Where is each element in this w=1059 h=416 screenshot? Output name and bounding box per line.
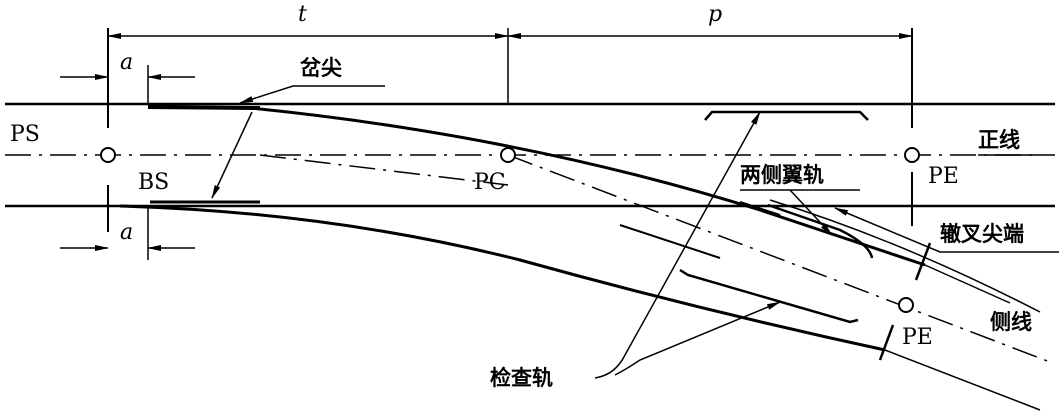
switch-centerline bbox=[259, 154, 509, 186]
side-line-label: 侧线 bbox=[990, 310, 1032, 334]
switch-point-leader bbox=[239, 85, 385, 104]
point-pe-side-label: PE bbox=[902, 325, 933, 350]
diverging-rail-inner-extension bbox=[924, 264, 1011, 304]
wing-rail bbox=[767, 203, 874, 259]
diverging-rail-inner bbox=[147, 104, 926, 267]
closure-rail-segment bbox=[619, 224, 721, 259]
check-rail-label: 检查轨 bbox=[490, 366, 553, 390]
point-bs-label: BS bbox=[138, 170, 170, 195]
check-rail-main bbox=[704, 110, 869, 121]
switch-point-leader bbox=[211, 111, 253, 199]
check-rail-leader bbox=[614, 301, 781, 376]
wing-rail-segment bbox=[739, 201, 781, 216]
dim-a-top-label: a bbox=[120, 50, 134, 75]
dim-a-bottom-label: a bbox=[120, 220, 134, 245]
check-rail-side bbox=[679, 268, 859, 324]
dim-p-label: p bbox=[708, 2, 723, 27]
main-line-label: 正线 bbox=[978, 128, 1020, 152]
diverging-rail-outer bbox=[119, 204, 886, 352]
point-pe-main-label: PE bbox=[928, 164, 959, 189]
wing-rail-leader bbox=[789, 189, 833, 236]
diverging-rail-outer-extension bbox=[884, 349, 1041, 411]
frog-rail bbox=[769, 199, 1041, 313]
point-pe-main-marker bbox=[904, 147, 920, 163]
diverging-centerline bbox=[507, 154, 1051, 363]
check-rail-leader bbox=[594, 111, 761, 379]
point-pc-label: PC bbox=[474, 170, 506, 195]
wing-rails-label: 两侧翼轨 bbox=[740, 163, 824, 187]
dim-t-label: t bbox=[298, 2, 307, 27]
switch-point-label: 岔尖 bbox=[300, 56, 342, 80]
point-ps-label: PS bbox=[10, 122, 40, 147]
point-ps-marker bbox=[100, 147, 116, 163]
frog-point-leader bbox=[834, 207, 1059, 253]
point-pc-marker bbox=[500, 147, 516, 163]
pe-tick-mark bbox=[878, 324, 895, 361]
frog-point-label: 辙叉尖端 bbox=[940, 222, 1024, 246]
point-pe-side-marker bbox=[898, 297, 914, 313]
pe-tick-mark bbox=[914, 242, 932, 281]
